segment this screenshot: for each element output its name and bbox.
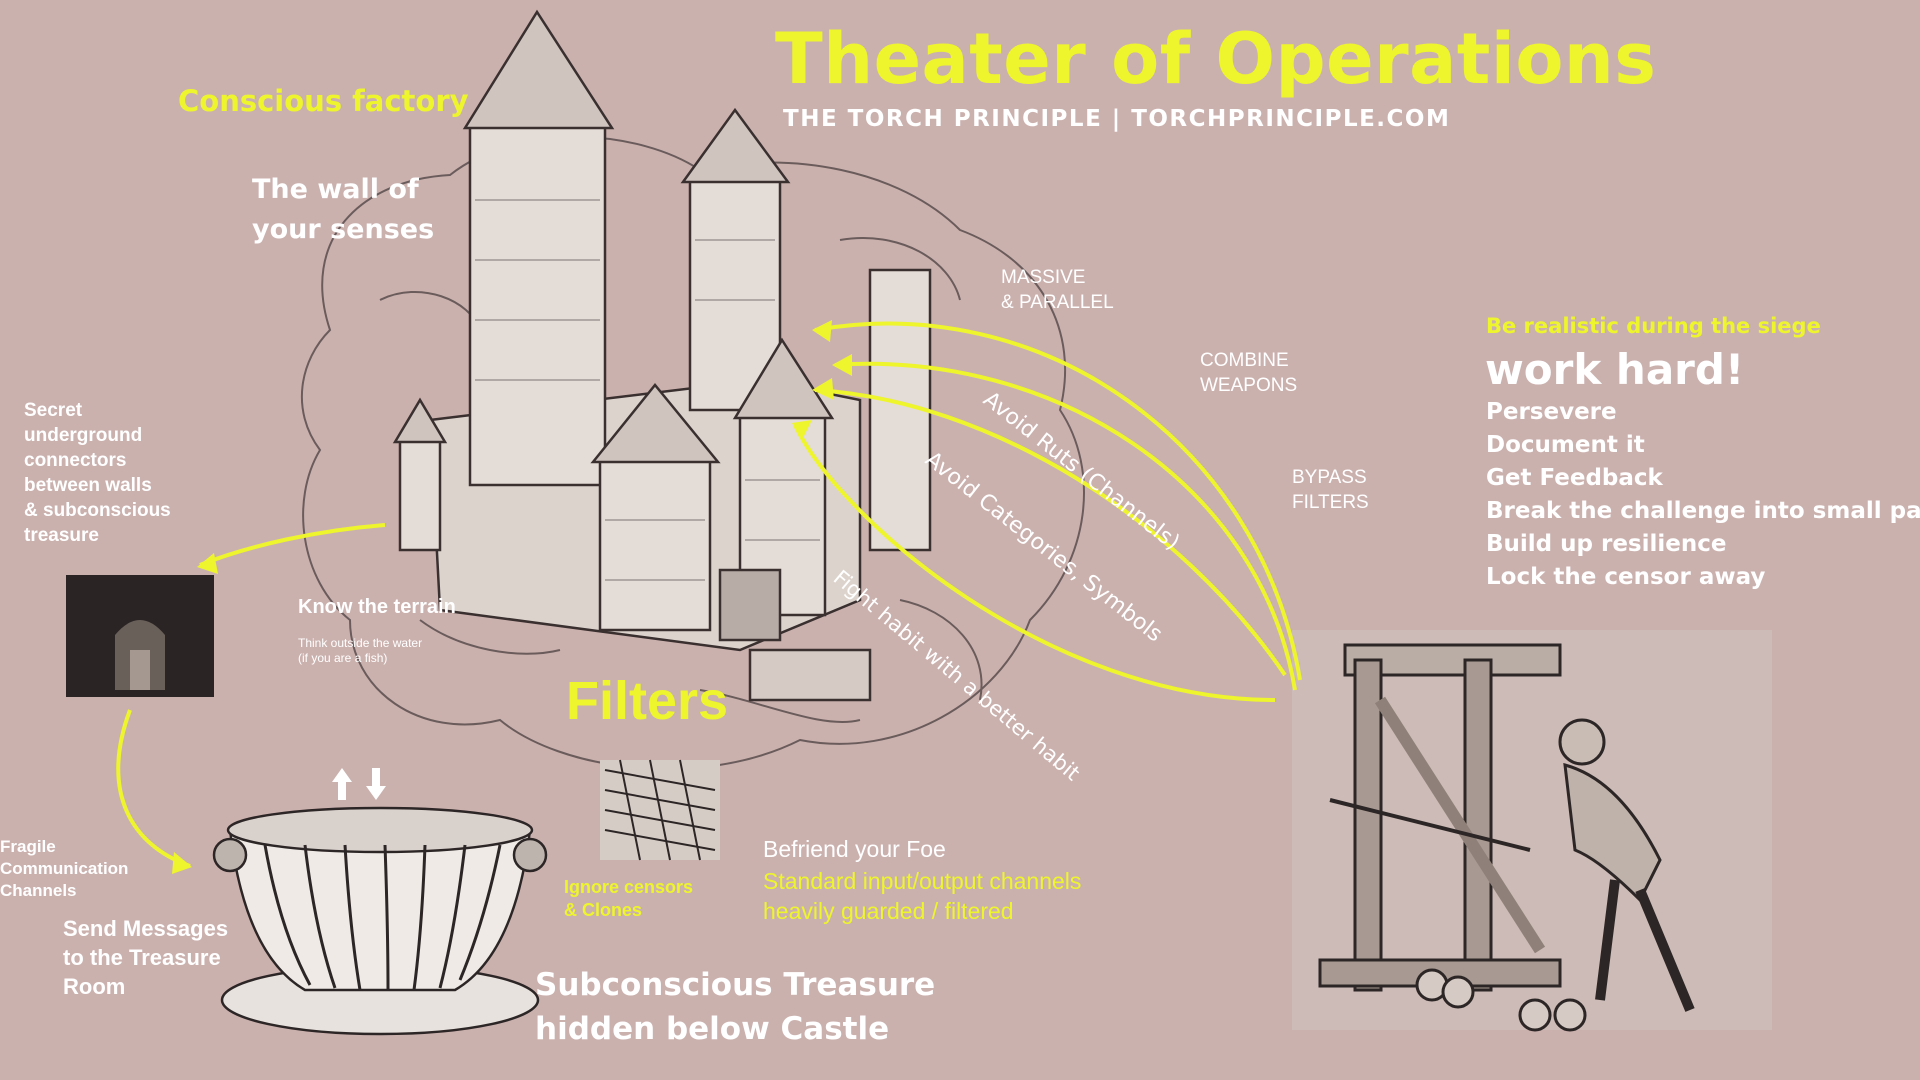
attack-arrows [116,321,1302,868]
send-messages-label: Send Messages to the Treasure Room [63,914,228,1001]
combine-weapons-line-1: COMBINE [1200,350,1289,371]
subconscious-treasure-label: Subconscious Treasure hidden below Castl… [535,963,935,1051]
massive-parallel-label: MASSIVE & PARALLEL [1001,265,1114,315]
arrow-send-messages [116,709,191,868]
subconscious-treasure-line-2: hidden below Castle [535,1011,890,1047]
standard-io-line-1: Standard input/output channels [763,868,1082,894]
brain-outline [300,135,1085,770]
wall-of-senses-line-2: your senses [252,214,435,245]
ignore-censors-line-2: & Clones [564,900,643,920]
secret-connectors-line: & subconscious [24,500,171,521]
know-terrain-label: Know the terrain [298,596,456,618]
secret-connectors-label: Secret underground connectors between wa… [24,398,171,548]
conscious-factory-label: Conscious factory [178,84,469,118]
befriend-foe-label: Befriend your Foe [763,836,946,862]
secret-connectors-line: connectors [24,450,127,471]
secret-connectors-line: Secret [24,400,83,421]
arrow-fight-habit [793,424,1276,702]
fragile-channels-line: Fragile [0,837,56,856]
bypass-filters-line-2: FILTERS [1292,492,1369,513]
send-messages-line: to the Treasure [63,945,221,970]
catapult-illustration [1292,630,1772,1032]
siege-list-item: Get Feedback [1486,465,1663,491]
secret-connectors-line: between walls [24,475,152,496]
wall-of-senses-line-1: The wall of [252,174,419,205]
fragile-channels-label: Fragile Communication Channels [0,836,128,902]
soldiers-illustration [600,759,720,861]
treasure-urn-illustration [212,806,548,1036]
think-outside-label: Think outside the water (if you are a fi… [298,636,422,666]
siege-list-item: Persevere [1486,399,1617,425]
avoid-categories-label: Avoid Categories, Symbols [920,447,1167,647]
bypass-filters-label: BYPASS FILTERS [1292,465,1369,515]
page-subtitle: THE TORCH PRINCIPLE | TORCHPRINCIPLE.COM [783,106,1451,132]
arrow-combine-weapons [834,361,1297,691]
send-messages-line: Send Messages [63,916,229,941]
siege-heading: Be realistic during the siege [1486,314,1821,338]
ignore-censors-line-1: Ignore censors [564,877,694,897]
up-arrow-icon [332,768,352,800]
castle-illustration [392,9,932,702]
tunnel-photo [66,575,214,697]
arrow-avoid-ruts [814,388,1287,677]
arrowheads [172,320,852,874]
wall-of-senses-label: The wall of your senses [252,170,434,250]
work-hard-label: work hard! [1485,345,1745,394]
standard-io-label: Standard input/output channels heavily g… [763,866,1081,926]
secret-connectors-line: underground [24,425,143,446]
siege-list-item: Lock the censor away [1486,564,1766,590]
secret-connectors-line: treasure [24,525,99,546]
bypass-filters-line-1: BYPASS [1292,467,1367,488]
combine-weapons-line-2: WEAPONS [1200,375,1298,396]
fragile-channels-line: Channels [0,881,77,900]
page-title: Theater of Operations [775,18,1657,100]
down-arrow-icon [366,768,386,800]
ignore-censors-label: Ignore censors & Clones [564,876,693,922]
filters-label: Filters [566,671,729,731]
siege-list-item: Build up resilience [1486,531,1727,557]
massive-parallel-line-1: MASSIVE [1001,267,1086,288]
siege-list: Persevere Document it Get Feedback Break… [1486,396,1920,594]
massive-parallel-line-2: & PARALLEL [1001,292,1114,313]
think-outside-line-1: Think outside the water [298,636,423,650]
combine-weapons-label: COMBINE WEAPONS [1200,348,1297,398]
subconscious-treasure-line-1: Subconscious Treasure [535,967,936,1003]
think-outside-line-2: (if you are a fish) [298,651,388,665]
siege-list-item: Document it [1486,432,1645,458]
siege-list-item: Break the challenge into small parts [1486,498,1920,524]
send-messages-line: Room [63,974,126,999]
arrow-know-terrain [199,523,386,567]
fragile-channels-line: Communication [0,859,129,878]
standard-io-line-2: heavily guarded / filtered [763,898,1014,924]
arrow-massive-parallel [814,321,1302,681]
